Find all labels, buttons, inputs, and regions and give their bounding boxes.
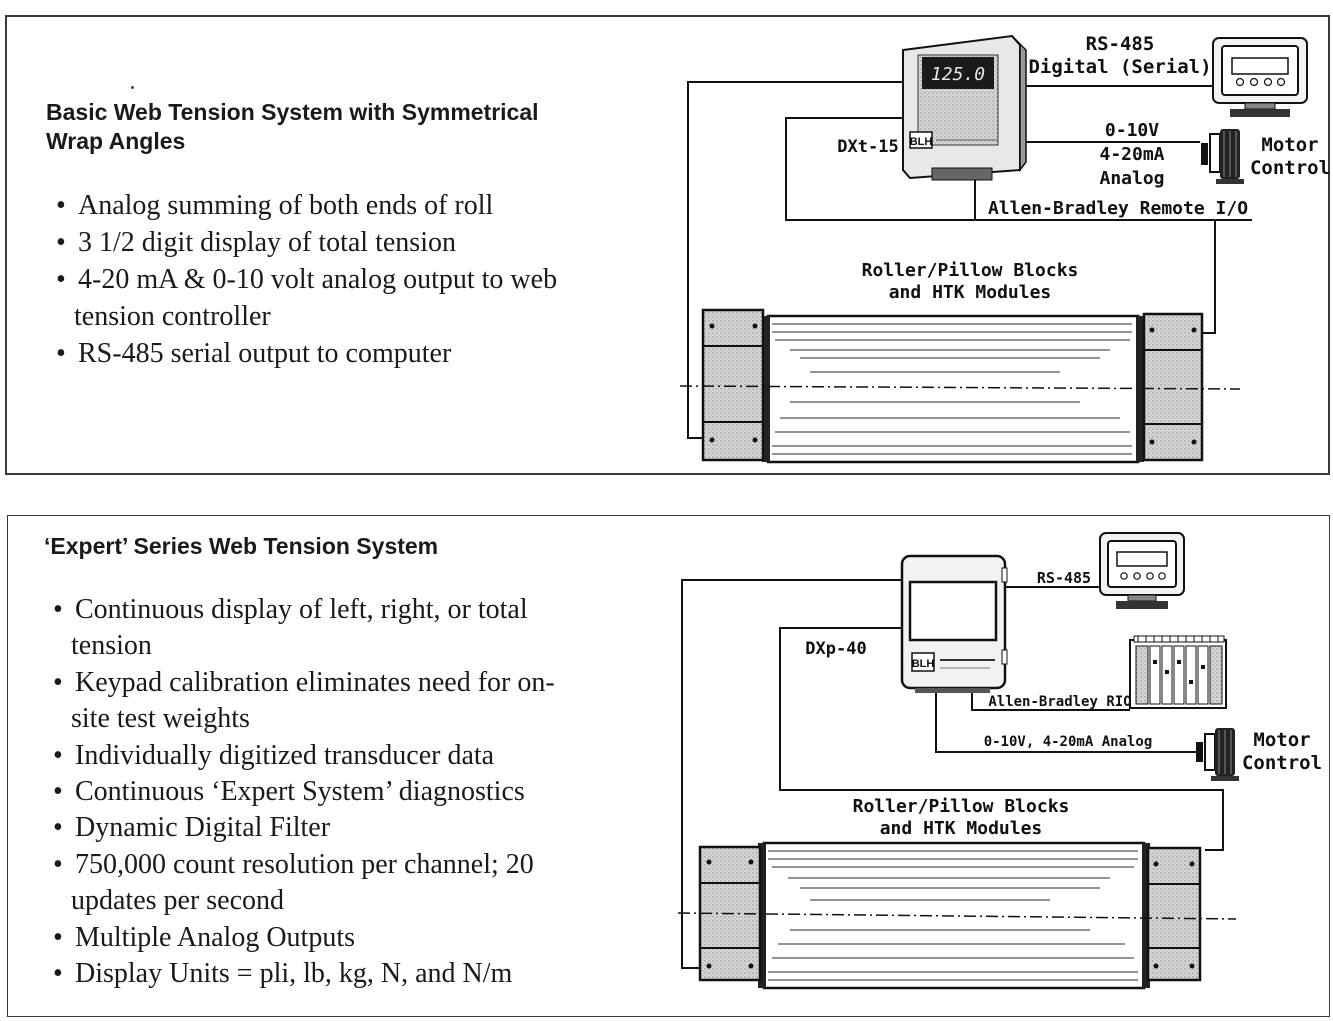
- plc-rack-icon: [1129, 635, 1227, 709]
- bullet-continuation: site test weights: [71, 703, 250, 735]
- dxp40-instrument: BLH: [900, 554, 1008, 693]
- section1-title-line2: Wrap Angles: [46, 128, 186, 154]
- bullet-item: Dynamic Digital Filter: [53, 810, 555, 847]
- device-label-dxp40: DXp-40: [805, 639, 866, 659]
- section1-bullet-list: Analog summing of both ends of roll 3 1/…: [56, 187, 557, 372]
- section2-title: ‘Expert’ Series Web Tension System: [44, 533, 439, 559]
- stray-mark: [131, 86, 134, 89]
- right-roller-cable: [779, 627, 1224, 851]
- analog-label: 0-10V, 4-20mA Analog: [984, 734, 1153, 750]
- analog-label-1: 0-10V: [1105, 120, 1159, 141]
- bullet-item: Individually digitized transducer data: [53, 738, 555, 775]
- bullet-item: Continuous display of left, right, or to…: [53, 592, 555, 629]
- motor-control-label-1: Motor: [1261, 134, 1318, 156]
- bullet-item: Analog summing of both ends of roll: [56, 187, 557, 224]
- section2-diagram: BLH DXp-40 RS-485: [677, 532, 1322, 990]
- roller-assembly: [679, 308, 1241, 464]
- section1-title-line1: Basic Web Tension System with Symmetrica…: [46, 99, 539, 125]
- analog-label-3: Analog: [1099, 168, 1164, 189]
- bullet-item: 750,000 count resolution per channel; 20: [53, 847, 555, 884]
- rs485-label: RS-485: [1037, 569, 1091, 587]
- analog-label-2: 4-20mA: [1099, 144, 1164, 165]
- motor-icon: [1196, 728, 1239, 781]
- computer-monitor-icon: [1212, 37, 1308, 117]
- left-roller-cable: [687, 81, 918, 439]
- roller-label-1: Roller/Pillow Blocks: [862, 260, 1079, 281]
- bullet-item: 4-20 mA & 0-10 volt analog output to web: [56, 261, 557, 298]
- roller-label-1: Roller/Pillow Blocks: [853, 796, 1070, 817]
- bullet-continuation: updates per second: [71, 885, 285, 917]
- roller-label-2: and HTK Modules: [889, 282, 1052, 303]
- analog-cable: [935, 690, 1196, 753]
- bullet-continuation: tension controller: [74, 301, 271, 332]
- remote-io-label: Allen-Bradley Remote I/O: [988, 198, 1248, 219]
- left-roller-cable: [681, 579, 902, 969]
- bullet-item: RS-485 serial output to computer: [56, 335, 557, 372]
- motor-control-label-2: Control: [1242, 752, 1322, 774]
- computer-monitor-icon: [1099, 532, 1185, 609]
- bullet-item: 3 1/2 digit display of total tension: [56, 224, 557, 261]
- bullet-item: Keypad calibration eliminates need for o…: [53, 665, 555, 702]
- rio-label: Allen-Bradley RIO: [988, 694, 1131, 710]
- roller-assembly: [677, 841, 1237, 990]
- motor-control-label-1: Motor: [1253, 729, 1310, 751]
- bullet-item: Continuous ‘Expert System’ diagnostics: [53, 774, 555, 811]
- rio-cable: [971, 690, 1130, 711]
- blh-logo: BLH: [912, 658, 935, 670]
- blh-logo: BLH: [910, 136, 933, 148]
- section1-diagram: 125.0 BLH DXt-15 RS-485 Digital (Serial)…: [679, 33, 1330, 464]
- bullet-item: Display Units = pli, lb, kg, N, and N/m: [53, 956, 555, 993]
- display-readout: 125.0: [931, 64, 985, 85]
- motor-control-label-2: Control: [1250, 157, 1330, 179]
- rs485-sublabel: Digital (Serial): [1028, 56, 1211, 78]
- roller-label-2: and HTK Modules: [880, 818, 1043, 839]
- section1-title: Basic Web Tension System with Symmetrica…: [46, 98, 539, 156]
- section2-bullet-list: Continuous display of left, right, or to…: [53, 592, 555, 993]
- device-label-dxt15: DXt-15: [837, 137, 898, 157]
- motor-icon: [1201, 129, 1244, 184]
- rs485-label: RS-485: [1086, 33, 1155, 55]
- dxt15-instrument: 125.0 BLH: [902, 34, 1027, 181]
- bullet-continuation: tension: [71, 630, 152, 662]
- bullet-item: Multiple Analog Outputs: [53, 920, 555, 957]
